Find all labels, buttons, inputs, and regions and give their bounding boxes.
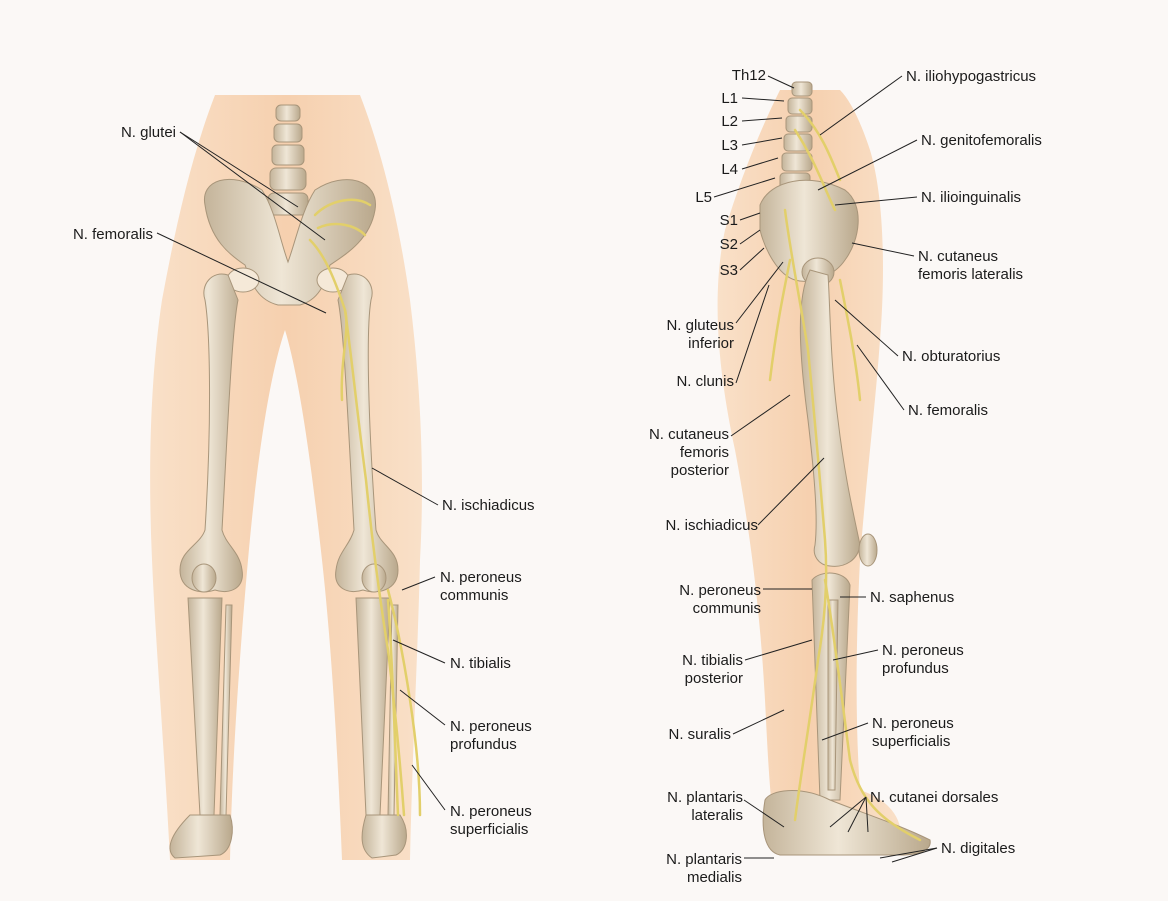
label-line: N. peroneus: [450, 718, 532, 736]
label-tibialis-posterior: N. tibialis posterior: [682, 652, 743, 688]
label-cutaneus-femoris-posterior: N. cutaneus femoris posterior: [649, 426, 729, 480]
label-line: communis: [679, 600, 761, 618]
label-line: femoris: [649, 444, 729, 462]
label-side-femoralis: N. femoralis: [908, 402, 988, 420]
label-front-peroneus-superficialis: N. peroneus superficialis: [450, 803, 532, 839]
label-l4: L4: [721, 161, 738, 179]
label-front-ischiadicus: N. ischiadicus: [442, 497, 535, 515]
label-cutanei-dorsales: N. cutanei dorsales: [870, 789, 998, 807]
label-digitales: N. digitales: [941, 840, 1015, 858]
label-l3: L3: [721, 137, 738, 155]
label-s1: S1: [720, 212, 738, 230]
label-line: posterior: [682, 670, 743, 688]
label-line: N. cutaneus: [649, 426, 729, 444]
label-line: N. gluteus: [666, 317, 734, 335]
label-line: N. peroneus: [872, 715, 954, 733]
label-plantaris-lateralis: N. plantaris lateralis: [667, 789, 743, 825]
label-l1: L1: [721, 90, 738, 108]
label-line: medialis: [666, 869, 742, 887]
label-clunis: N. clunis: [676, 373, 734, 391]
label-line: N. peroneus: [679, 582, 761, 600]
label-s3: S3: [720, 262, 738, 280]
label-gluteus-inferior: N. gluteus inferior: [666, 317, 734, 353]
label-line: posterior: [649, 462, 729, 480]
label-obturatorius: N. obturatorius: [902, 348, 1000, 366]
label-iliohypogastricus: N. iliohypogastricus: [906, 68, 1036, 86]
label-line: superficialis: [872, 733, 954, 751]
label-line: communis: [440, 587, 522, 605]
label-line: N. tibialis: [682, 652, 743, 670]
label-l5: L5: [695, 189, 712, 207]
label-genitofemoralis: N. genitofemoralis: [921, 132, 1042, 150]
label-front-peroneus-profundus: N. peroneus profundus: [450, 718, 532, 754]
label-line: inferior: [666, 335, 734, 353]
label-cutaneus-femoris-lateralis: N. cutaneus femoris lateralis: [918, 248, 1023, 284]
label-line: N. peroneus: [450, 803, 532, 821]
label-suralis: N. suralis: [668, 726, 731, 744]
label-line: profundus: [882, 660, 964, 678]
label-line: N. plantaris: [667, 789, 743, 807]
label-front-tibialis: N. tibialis: [450, 655, 511, 673]
label-l2: L2: [721, 113, 738, 131]
label-side-peroneus-communis: N. peroneus communis: [679, 582, 761, 618]
label-front-glutei: N. glutei: [121, 124, 176, 142]
label-line: superficialis: [450, 821, 532, 839]
front-foot-right: [362, 815, 406, 858]
label-side-peroneus-superficialis: N. peroneus superficialis: [872, 715, 954, 751]
label-line: femoris lateralis: [918, 266, 1023, 284]
label-line: lateralis: [667, 807, 743, 825]
label-line: N. plantaris: [666, 851, 742, 869]
label-front-femoralis: N. femoralis: [73, 226, 153, 244]
label-th12: Th12: [732, 67, 766, 85]
label-ilioinguinalis: N. ilioinguinalis: [921, 189, 1021, 207]
label-side-peroneus-profundus: N. peroneus profundus: [882, 642, 964, 678]
label-line: N. peroneus: [882, 642, 964, 660]
label-line: profundus: [450, 736, 532, 754]
label-front-peroneus-communis: N. peroneus communis: [440, 569, 522, 605]
label-s2: S2: [720, 236, 738, 254]
label-line: N. peroneus: [440, 569, 522, 587]
label-plantaris-medialis: N. plantaris medialis: [666, 851, 742, 887]
label-saphenus: N. saphenus: [870, 589, 954, 607]
label-side-ischiadicus: N. ischiadicus: [665, 517, 758, 535]
label-line: N. cutaneus: [918, 248, 1023, 266]
